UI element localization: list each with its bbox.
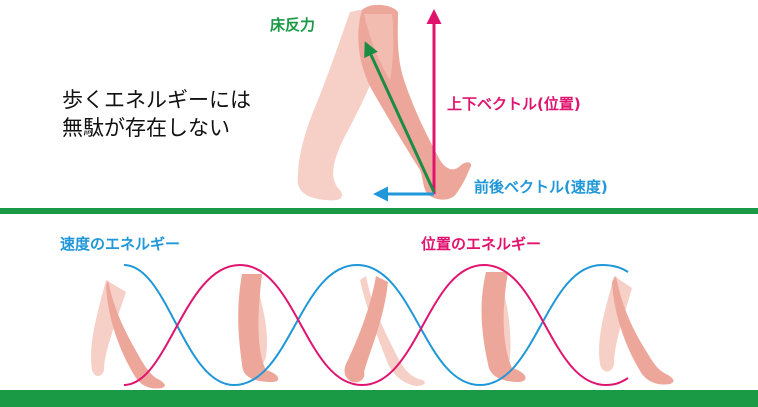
kinetic-energy-label: 速度のエネルギー — [60, 235, 181, 253]
upper-walking-leg-figure — [297, 4, 472, 201]
lower-ground-line — [0, 390, 758, 407]
upper-ground-line — [0, 208, 758, 214]
potential-energy-label: 位置のエネルギー — [421, 235, 542, 253]
kinetic-energy-curve — [123, 263, 629, 387]
potential-energy-curve — [123, 263, 629, 387]
headline-line-2: 無駄が存在しない — [62, 116, 230, 140]
horizontal-vector-label: 前後ベクトル(速度) — [474, 178, 608, 196]
ground-reaction-force-arrow — [364, 41, 436, 193]
headline: 歩くエネルギーには 無駄が存在しない — [62, 86, 251, 142]
ground-reaction-force-label: 床反力 — [270, 16, 316, 34]
vertical-vector-label: 上下ベクトル(位置) — [447, 95, 581, 113]
headline-line-1: 歩くエネルギーには — [62, 88, 251, 112]
walking-sequence — [91, 272, 674, 389]
